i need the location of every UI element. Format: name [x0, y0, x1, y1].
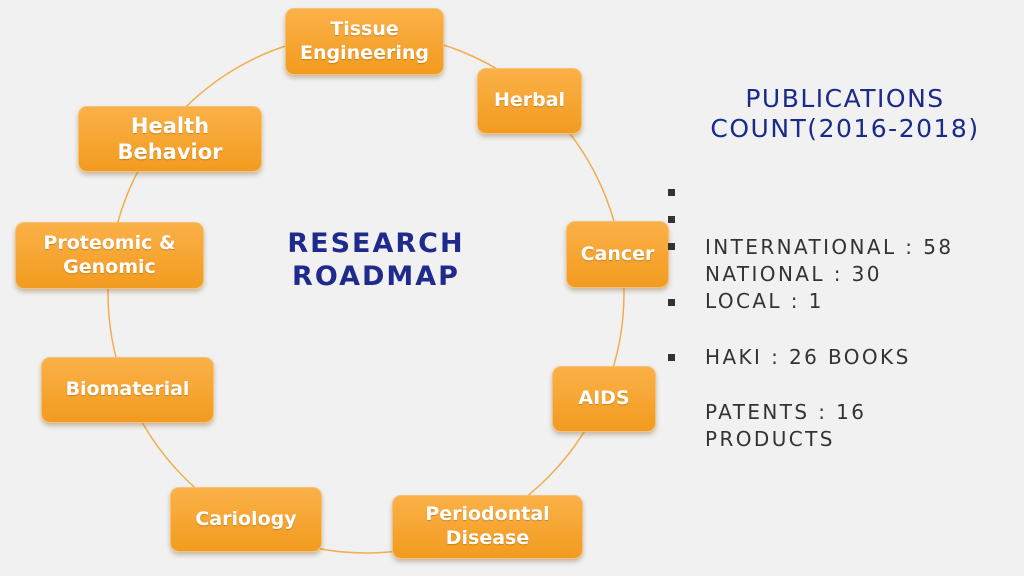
publication-item-text: LOCAL : 1: [705, 289, 824, 313]
node-health-behavior: Health Behavior: [78, 106, 262, 172]
node-label: Herbal: [493, 89, 566, 112]
node-herbal: Herbal: [477, 68, 582, 134]
node-label: Proteomic & Genomic: [43, 231, 176, 278]
publication-item-patents: PATENTS : 16 PRODUCTS: [668, 345, 866, 480]
bullet-icon: [668, 299, 675, 306]
publication-item-text: NATIONAL : 30: [705, 262, 882, 286]
node-cariology: Cariology: [170, 487, 322, 552]
publication-item-local: LOCAL : 1: [668, 234, 824, 342]
bullet-icon: [668, 243, 675, 250]
node-label: Cariology: [195, 507, 297, 530]
node-label: Tissue Engineering: [300, 17, 429, 64]
node-label: Cancer: [580, 242, 655, 265]
publication-item-national: NATIONAL : 30: [668, 207, 882, 315]
node-aids: AIDS: [552, 366, 656, 432]
node-periodontal-disease: Periodontal Disease: [392, 495, 583, 559]
node-label: Biomaterial: [65, 378, 190, 401]
research-roadmap-title: RESEARCH ROADMAP: [287, 228, 465, 292]
publication-item-text: HAKI : 26 BOOKS: [705, 345, 911, 369]
node-label: AIDS: [578, 387, 630, 410]
node-label: Health Behavior: [117, 113, 223, 164]
node-proteomic-genomic: Proteomic & Genomic: [15, 222, 204, 289]
node-tissue-engineering: Tissue Engineering: [285, 8, 444, 75]
publication-item-text: INTERNATIONAL : 58: [705, 235, 954, 259]
publication-item-international: INTERNATIONAL : 58: [668, 180, 953, 288]
node-label: Periodontal Disease: [425, 503, 550, 549]
bullet-icon: [668, 216, 675, 223]
node-cancer: Cancer: [566, 221, 669, 288]
publications-count-title: PUBLICATIONS COUNT(2016-2018): [710, 84, 980, 143]
publication-item-text: PATENTS : 16 PRODUCTS: [705, 400, 867, 451]
bullet-icon: [668, 189, 675, 196]
node-biomaterial: Biomaterial: [41, 357, 214, 423]
bullet-icon: [668, 354, 675, 361]
publication-item-haki: HAKI : 26 BOOKS: [668, 290, 911, 398]
